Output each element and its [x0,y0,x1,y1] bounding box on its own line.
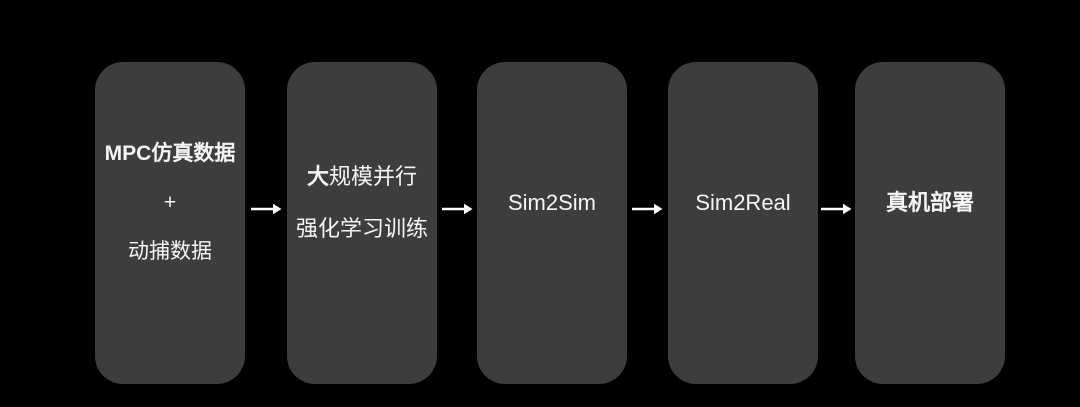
node-label: Sim2Real [695,190,791,215]
node-label-segment: 规模并行 [329,164,418,189]
node-real-robot-deployment: 真机部署 [855,62,1005,384]
node-sim2real: Sim2Real [668,62,818,384]
node-parallel-rl-training: 大规模并行 强化学习训练 [287,62,437,384]
node-training-data: MPC仿真数据 + 动捕数据 [95,62,245,384]
node-label: 强化学习训练 [295,216,428,241]
arrow-right-icon [821,203,852,215]
plus-sign: + [163,191,177,214]
node-label: Sim2Sim [507,190,596,215]
node-sim2sim: Sim2Sim [477,62,627,384]
node-label-segment: 大 [306,164,329,189]
arrow-right-icon [251,203,282,215]
node-label: 大规模并行 [307,164,417,190]
node-label: 动捕数据 [128,240,212,263]
arrow-right-icon [632,203,663,215]
node-label: 真机部署 [885,190,974,215]
arrow-right-icon [442,203,473,215]
node-label: MPC仿真数据 [104,142,236,165]
